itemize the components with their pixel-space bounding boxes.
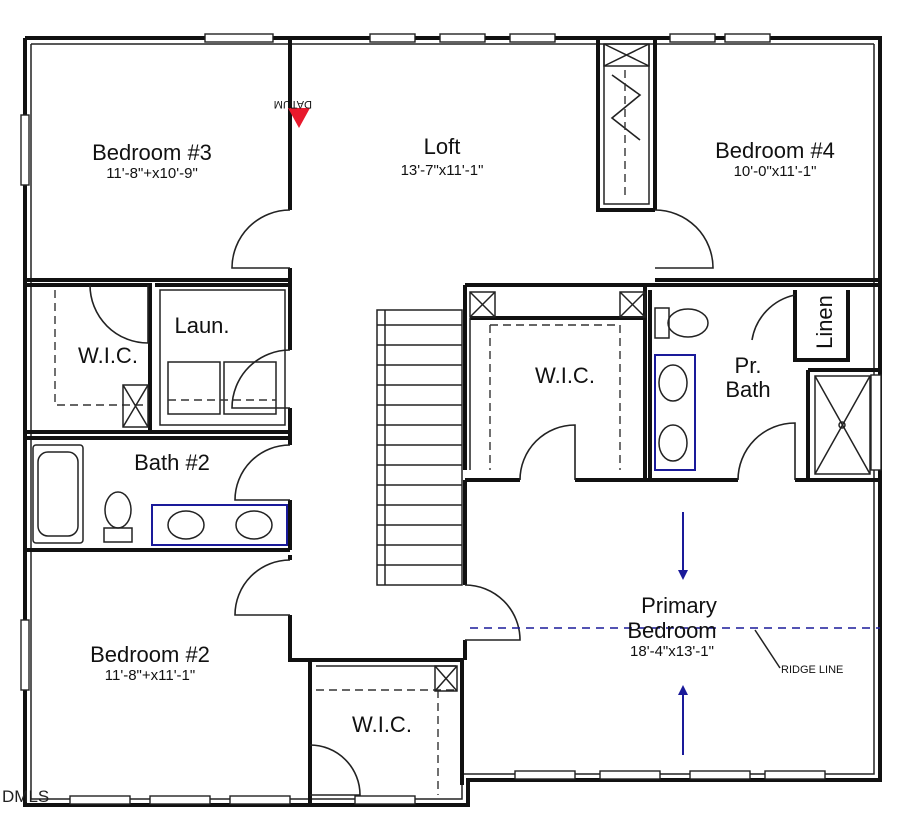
- mls-watermark: DMLS: [2, 787, 49, 806]
- windows: [20, 33, 882, 805]
- primary-line2: Bedroom: [627, 618, 716, 643]
- loft-name: Loft: [424, 134, 461, 159]
- staircase: [376, 309, 463, 586]
- loft-dims: 13'-7"x11'-1": [401, 162, 484, 179]
- wic-center-name: W.I.C.: [535, 363, 595, 388]
- laundry-appliances: [167, 361, 277, 415]
- bedroom4-dims: 10'-0"x11'-1": [734, 163, 817, 180]
- bedroom2-name: Bedroom #2: [90, 642, 210, 667]
- bedroom2-dims: 11'-8"+x11'-1": [105, 667, 195, 684]
- bedroom3-name: Bedroom #3: [92, 140, 212, 165]
- interior-walls: [25, 38, 880, 805]
- pr-bath-line2: Bath: [725, 377, 770, 402]
- bath2-name: Bath #2: [134, 450, 210, 475]
- laundry-name: Laun.: [174, 313, 229, 338]
- svg-text:DATUM: DATUM: [274, 98, 312, 110]
- pr-bath-fixtures: [654, 307, 871, 475]
- closet-shelves: [54, 70, 626, 795]
- wic-left-name: W.I.C.: [78, 343, 138, 368]
- bedroom4-name: Bedroom #4: [715, 138, 835, 163]
- linen-name: Linen: [812, 295, 837, 349]
- doors: [89, 74, 796, 796]
- chase-boxes: [122, 43, 650, 692]
- bedroom3-dims: 11'-8"+x10'-9": [106, 165, 198, 182]
- ridge-line: [470, 512, 880, 755]
- pr-bath-line1: Pr.: [735, 353, 762, 378]
- primary-line1: Primary: [641, 593, 717, 618]
- bath2-fixtures: [32, 444, 288, 546]
- datum-marker: DATUM: [274, 98, 312, 128]
- ridge-line-label: RIDGE LINE: [781, 664, 843, 676]
- wic-bottom-name: W.I.C.: [352, 712, 412, 737]
- room-labels: Bedroom #3 11'-8"+x10'-9" Loft 13'-7"x11…: [78, 134, 843, 737]
- primary-dims: 18'-4"x13'-1": [630, 643, 714, 660]
